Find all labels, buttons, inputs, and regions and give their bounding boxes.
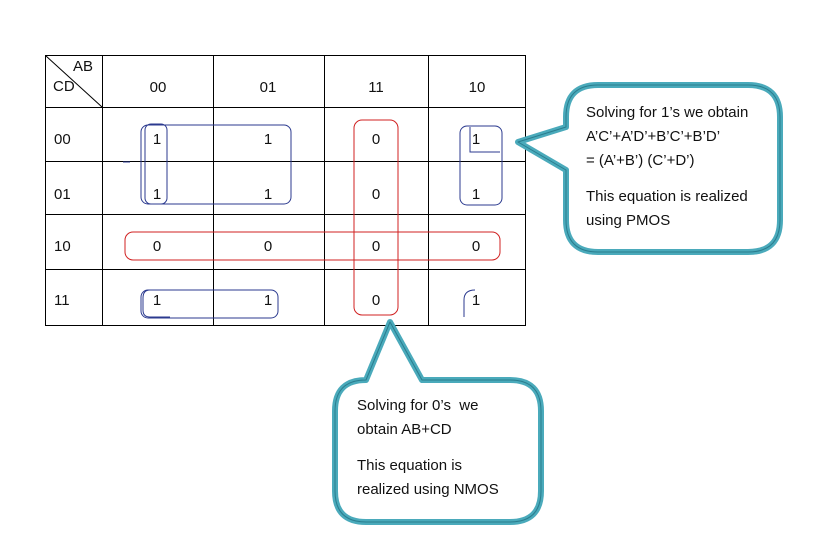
callout-zeros-line: This equation is (357, 457, 463, 474)
kmap-cell: 0 (472, 238, 480, 255)
callout-zeros-text: Solving for 0’s we obtain AB+CD This equ… (357, 394, 532, 502)
corner-label-cd: CD (53, 78, 75, 95)
callout-zeros-line: obtain AB+CD (357, 421, 452, 438)
callout-ones-outline (517, 84, 781, 253)
zeros-group-col11 (353, 119, 399, 316)
kmap-cell: 1 (472, 186, 480, 203)
kmap-grid (45, 55, 526, 326)
kmap-cell: 0 (153, 238, 161, 255)
callout-ones-line: A’C’+A’D’+B’C’+B’D’ (586, 128, 721, 145)
ones-group-col00-inner (144, 123, 168, 205)
callout-ones-text: Solving for 1’s we obtain A’C’+A’D’+B’C’… (586, 101, 771, 233)
callout-ones-line: = (A’+B’) (C’+D’) (586, 152, 695, 169)
kmap-cell: 1 (153, 186, 161, 203)
row-header: 10 (54, 238, 71, 255)
callout-zeros-outline (334, 321, 542, 523)
kmap-cell: 0 (372, 238, 380, 255)
ones-groupings (123, 123, 503, 319)
kmap-cell: 1 (472, 292, 480, 309)
kmap-cell: 1 (264, 131, 272, 148)
kmap-cell: 1 (153, 292, 161, 309)
kmap-cell: 1 (153, 131, 161, 148)
ones-group-row00-col10-wrap (469, 127, 500, 153)
callout-zeros-line: Solving for 0’s we (357, 397, 479, 414)
kmap-cell: 0 (264, 238, 272, 255)
row-header: 01 (54, 186, 71, 203)
kmap-cell: 0 (372, 292, 380, 309)
kmap-cell: 1 (264, 186, 272, 203)
kmap-cell: 1 (264, 292, 272, 309)
ones-group-row11-inner (142, 289, 170, 318)
ones-group-corner-wrap (463, 289, 476, 317)
ones-group-row11 (140, 289, 279, 319)
row-header: 00 (54, 131, 71, 148)
callout-ones-line: using PMOS (586, 212, 671, 229)
col-header: 10 (469, 79, 486, 96)
ones-group-col10 (459, 125, 503, 206)
row-header: 11 (54, 292, 70, 309)
corner-label-ab: AB (73, 58, 93, 75)
zeros-groupings (124, 119, 501, 316)
ones-group-quad (140, 124, 292, 205)
callout-zeros-line: realized using NMOS (357, 481, 499, 498)
callout-ones-line: Solving for 1’s we obtain (586, 104, 749, 121)
col-header: 00 (150, 79, 167, 96)
col-header: 01 (260, 79, 277, 96)
col-header: 11 (368, 79, 384, 96)
kmap-cell: 0 (372, 131, 380, 148)
kmap-cell: 0 (372, 186, 380, 203)
callout-ones-line: This equation is realized (586, 188, 748, 205)
kmap-cell: 1 (472, 131, 480, 148)
zeros-group-row10 (124, 231, 501, 261)
corner-diagonal (45, 55, 103, 108)
